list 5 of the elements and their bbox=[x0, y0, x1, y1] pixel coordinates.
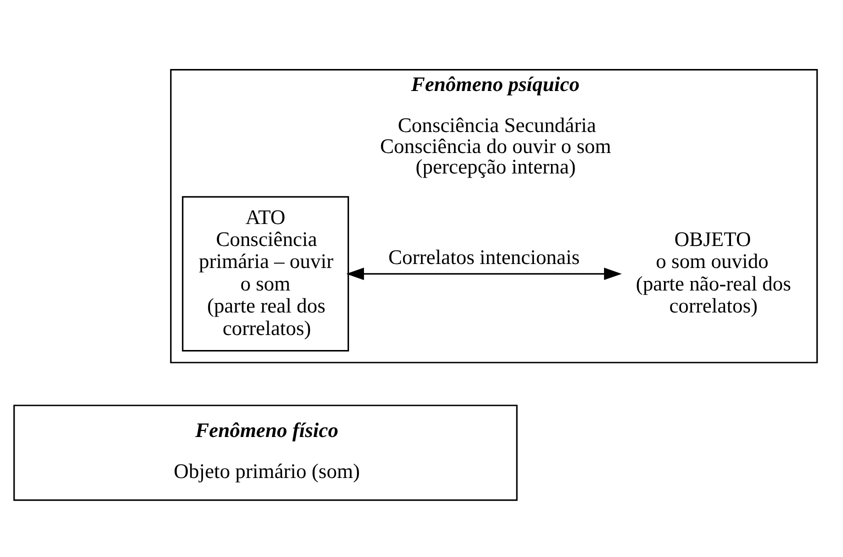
arrow bbox=[346, 267, 622, 280]
node-box: ATO Consciência primária – ouvir o som (parte real dos correlatos) bbox=[182, 196, 350, 351]
edge-label: Correlatos intencionais bbox=[388, 246, 580, 268]
node-box: Fenômeno físico Objeto primário (som) bbox=[13, 404, 518, 500]
node-text: OBJETO o som ouvido (parte não-real dos correlatos) bbox=[636, 228, 792, 318]
